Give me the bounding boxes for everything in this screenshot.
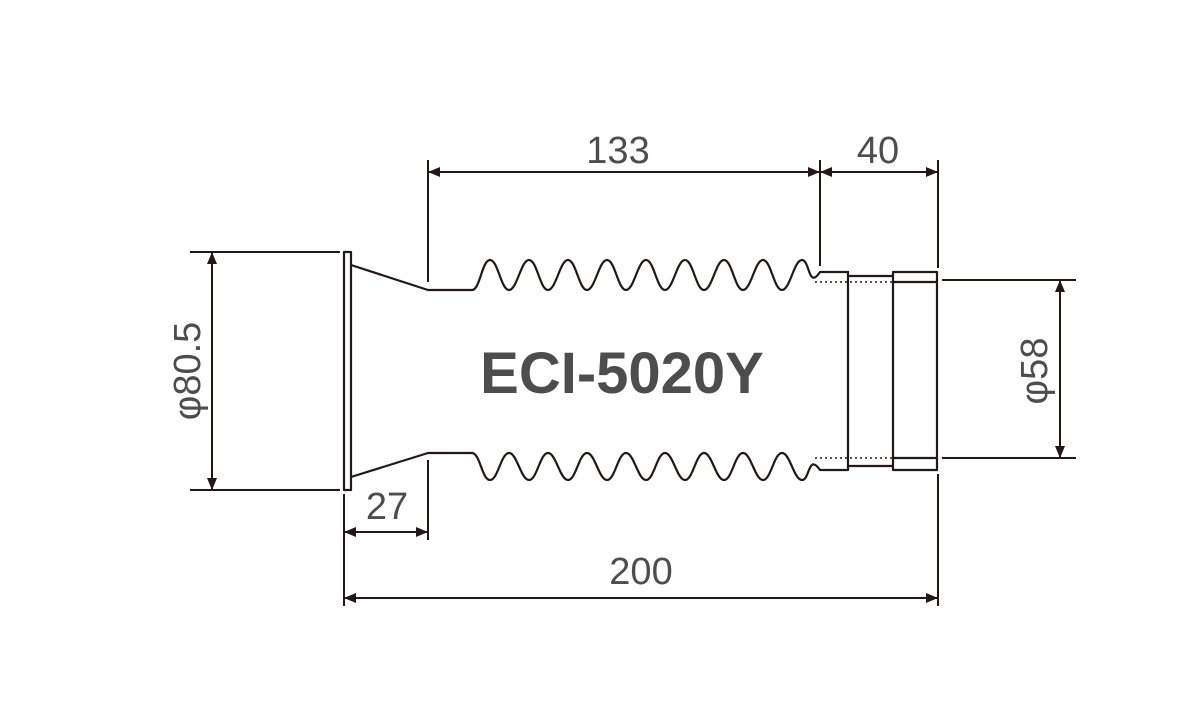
dimension-133: 133 (428, 130, 820, 177)
bellows-bottom (470, 451, 850, 482)
outlet-cuff-inner (891, 280, 939, 460)
dim-label-phi80-5: φ80.5 (167, 322, 209, 421)
dim-label-200: 200 (609, 551, 672, 593)
cone-top (349, 263, 474, 292)
dimension-phi80-5: φ80.5 (167, 252, 217, 490)
flange-plate (342, 250, 353, 492)
outlet-cuff (891, 270, 939, 472)
part-outline (342, 250, 939, 492)
dim-label-27: 27 (366, 486, 408, 528)
sleeve (846, 274, 895, 468)
dim-label-phi58: φ58 (1014, 338, 1056, 405)
dim-label-133: 133 (586, 130, 649, 172)
model-number: ECI-5020Y (480, 341, 764, 406)
dim-label-40: 40 (857, 130, 899, 172)
extension-lines (190, 160, 1076, 606)
dimension-200: 200 (344, 551, 938, 603)
dimension-27: 27 (344, 486, 428, 537)
bellows-top (470, 258, 850, 292)
dimension-phi58: φ58 (1014, 280, 1065, 458)
dimension-40: 40 (820, 130, 938, 177)
cone-bottom (349, 451, 474, 479)
